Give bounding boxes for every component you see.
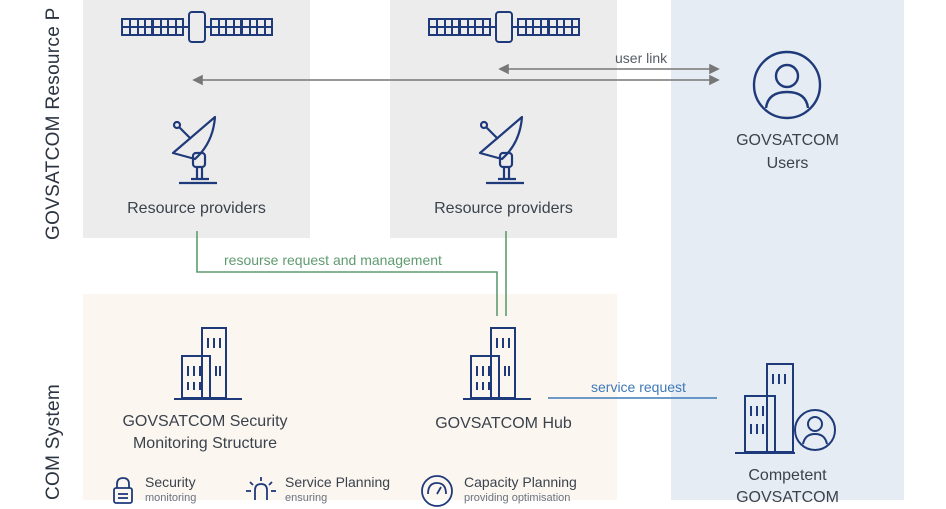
users-label-line2: Users [766, 155, 809, 172]
satellite-dish-icon [478, 115, 524, 185]
capacity-planning-subtitle: providing optimisation [464, 492, 571, 504]
service-planning-title: Service Planning [285, 474, 391, 490]
satellite-icon [428, 11, 580, 43]
security-monitoring-label-line2: Monitoring Structure [132, 435, 278, 452]
satellite-dish-icon [171, 115, 217, 185]
resource-providers-label: Resource providers [434, 200, 573, 217]
hub-label: GOVSATCOM Hub [435, 415, 572, 432]
competent-label-line1: Competent [748, 467, 827, 484]
user-icon [752, 50, 822, 120]
service-security-subtitle: monitoring [145, 492, 197, 504]
user-link-label: user link [615, 50, 668, 66]
resource-providers-label: Resource providers [127, 200, 266, 217]
users-label-line1: GOVSATCOM [736, 132, 839, 149]
capacity-planning-title: Capacity Planning [464, 474, 577, 490]
service-security-title: Security [145, 474, 196, 490]
alarm-light-icon [246, 477, 276, 500]
service-planning-subtitle: ensuring [285, 492, 328, 504]
satellite-icon [121, 11, 273, 43]
govsatcom-system-panel [83, 294, 617, 500]
resource-request-label: resourse request and management [224, 252, 442, 268]
competent-label-line2: GOVSATCOM [736, 489, 839, 506]
resource-provider-panel-2 [390, 0, 617, 238]
building-icon [174, 327, 242, 400]
service-request-label: service request [591, 379, 686, 395]
building-icon [463, 327, 531, 400]
security-monitoring-label-line1: GOVSATCOM Security [122, 413, 288, 430]
resource-provider-panel-1 [83, 0, 310, 238]
competent-authority-icon [735, 363, 836, 454]
